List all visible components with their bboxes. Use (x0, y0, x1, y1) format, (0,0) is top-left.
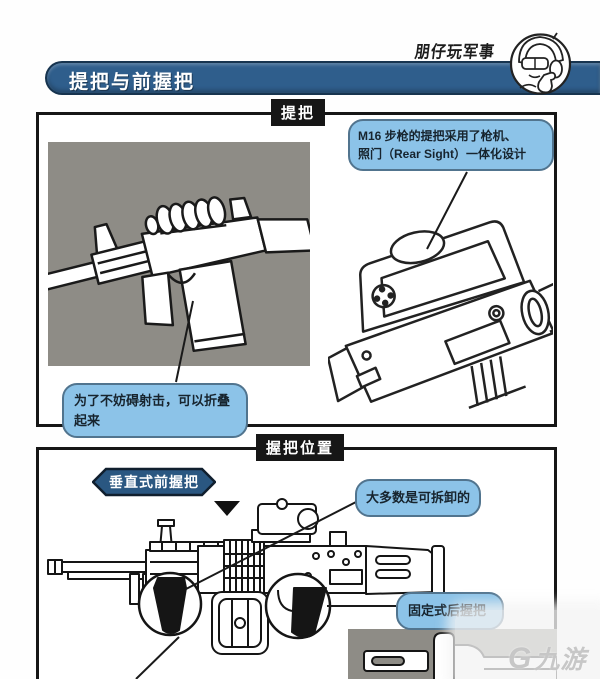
brand-logo-text: 朋仔玩军事 (413, 43, 497, 63)
watermark-logo: G九游 (508, 640, 586, 676)
callout-m16-line1: M16 步枪的提把采用了枪机、 (358, 129, 517, 143)
watermark-text: 九游 (534, 646, 587, 674)
page-title: 提把与前握把 (69, 72, 196, 93)
rear-pistol-grip (291, 587, 327, 638)
watermark-g-icon: G (508, 642, 533, 675)
callout-fold-line2: 起来 (74, 412, 101, 428)
m16-illustration (328, 220, 553, 409)
fal-rifle-illustration (48, 142, 310, 366)
callout-detachable: 大多数是可拆卸的 (355, 479, 481, 517)
callout-m16-line2: 照门（Rear Sight）一体化设计 (358, 147, 527, 161)
tag-grip-position: 握把位置 (256, 434, 345, 461)
callout-foldable-handle: 为了不妨碍射击，可以折叠 起来 (62, 383, 248, 438)
banner-label: 垂直式前握把 (109, 474, 199, 490)
callout-m16-handle: M16 步枪的提把采用了枪机、 照门（Rear Sight）一体化设计 (348, 119, 554, 171)
banner-vertical-foregrip: 垂直式前握把 (91, 467, 217, 497)
pointer-triangle-icon (214, 501, 240, 516)
title-bar: 提把与前握把 (45, 61, 600, 95)
banner-hexagon-shape (91, 467, 217, 497)
vertical-foregrip (153, 577, 187, 634)
callout-fold-line1: 为了不妨碍射击，可以折叠 (74, 393, 231, 408)
tag-carry-handle: 提把 (271, 99, 326, 126)
mascot-icon (509, 32, 572, 95)
watermark-blur-patch (455, 610, 600, 679)
